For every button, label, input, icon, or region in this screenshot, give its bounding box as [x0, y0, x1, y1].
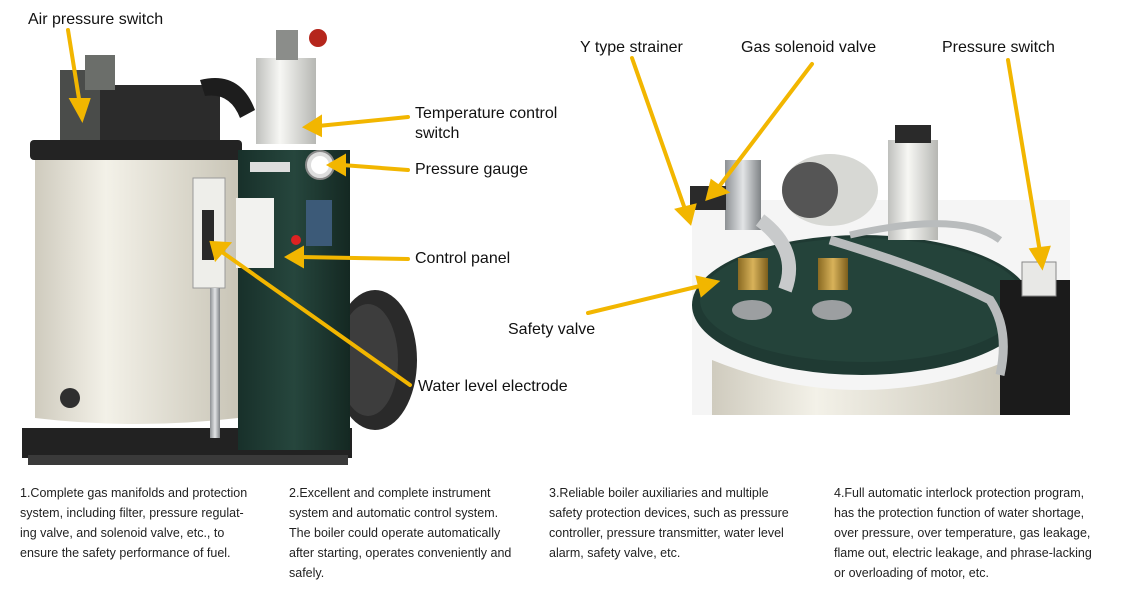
arrow-temperature-switch: [316, 115, 410, 128]
description-4: 4.Full automatic interlock protection pr…: [834, 486, 1092, 580]
label-pressure-gauge: Pressure gauge: [415, 161, 528, 178]
safety-valve-left: [738, 258, 768, 290]
instruction-plate: [236, 198, 274, 268]
description-2: 2.Excellent and complete instrument syst…: [289, 486, 512, 580]
label-air-pressure-switch: Air pressure switch: [28, 11, 164, 28]
description-1: 1.Complete gas manifolds and protection …: [20, 486, 248, 560]
arrow-pressure-gauge: [340, 163, 410, 172]
label-control-panel: Control panel: [415, 250, 511, 267]
boiler-top-ring: [30, 140, 242, 160]
label-pressure-switch: Pressure switch: [942, 39, 1055, 56]
description-3: 3.Reliable boiler auxiliaries and multip…: [549, 486, 789, 560]
emergency-stop: [291, 235, 301, 245]
arrow-safety-valve: [586, 284, 702, 315]
safety-valve-right: [818, 258, 848, 290]
control-cabinet: [238, 150, 350, 450]
label-temperature-control-switch: Temperature control: [415, 105, 558, 122]
arrow-air-pressure-switch: [66, 28, 82, 107]
flexible-hose: [828, 235, 1008, 376]
callout-arrows: [66, 28, 1051, 387]
label-temperature-control-switch-line2: switch: [415, 125, 460, 142]
left-boiler-photo: [22, 29, 417, 465]
pressure-switch-body: [1021, 261, 1057, 297]
label-y-type-strainer: Y type strainer: [580, 39, 683, 56]
arrow-y-strainer: [630, 56, 688, 214]
steam-cylinder: [256, 58, 316, 144]
arrow-water-level-electrode: [220, 250, 412, 387]
right-closeup-photo: [690, 125, 1070, 415]
label-gas-solenoid-valve: Gas solenoid valve: [741, 39, 877, 56]
arrow-control-panel: [298, 255, 410, 261]
steam-valve-wheel: [309, 29, 327, 47]
label-safety-valve: Safety valve: [508, 321, 596, 338]
arrow-gas-solenoid-valve: [716, 62, 814, 190]
arrow-pressure-switch: [1006, 58, 1042, 254]
boiler-shell: [35, 152, 238, 424]
label-water-level-electrode: Water level electrode: [418, 378, 568, 395]
burner-assembly: [100, 85, 220, 140]
control-display: [306, 200, 332, 246]
